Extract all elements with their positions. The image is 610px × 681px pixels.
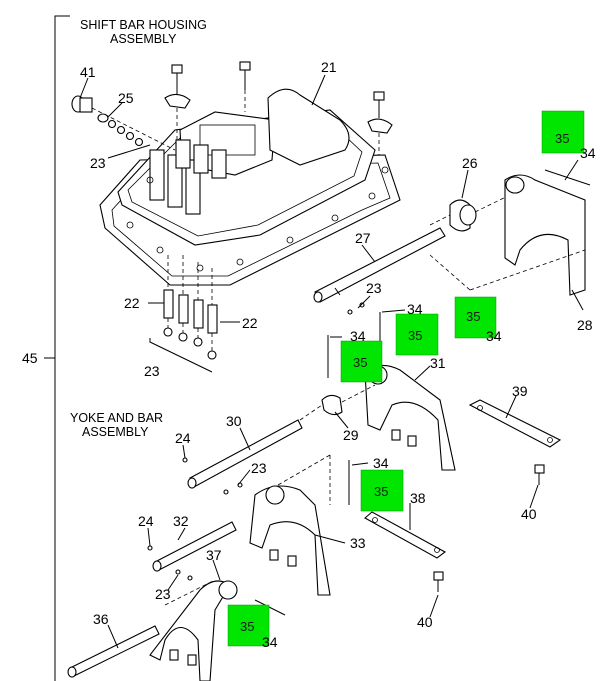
highlight-35-a[interactable]: 35 <box>541 110 585 154</box>
callout-34-c: 34 <box>350 328 366 344</box>
callout-22-a: 22 <box>124 295 140 311</box>
strap-38 <box>364 511 447 592</box>
callout-23-b: 23 <box>144 363 160 379</box>
highlight-35-b[interactable]: 35 <box>454 296 497 339</box>
callout-34-a: 34 <box>580 145 596 161</box>
highlight-35-a-label: 35 <box>555 131 569 146</box>
callout-21: 21 <box>321 59 337 75</box>
shift-bar-36 <box>67 625 160 678</box>
callout-40-a: 40 <box>521 506 537 522</box>
springs <box>107 144 218 373</box>
callout-29: 29 <box>343 427 359 443</box>
highlight-35-d-label: 35 <box>353 355 367 370</box>
callout-32: 32 <box>173 513 189 529</box>
plug-and-balls <box>71 95 176 151</box>
highlight-35-b-label: 35 <box>466 309 480 324</box>
callout-23-e: 23 <box>155 586 171 602</box>
callout-34-b: 34 <box>407 301 423 317</box>
callout-36: 36 <box>93 611 109 627</box>
housing-bolts <box>164 61 393 155</box>
shift-bar-housing <box>99 88 401 286</box>
callout-33: 33 <box>350 535 366 551</box>
callout-37: 37 <box>206 547 222 563</box>
highlight-35-e-label: 35 <box>374 484 388 499</box>
callout-30: 30 <box>226 413 242 429</box>
callout-25: 25 <box>118 90 134 106</box>
shift-bar-27 <box>313 227 446 315</box>
callout-28: 28 <box>577 317 593 333</box>
callout-34-f: 34 <box>262 634 278 650</box>
assembly-bracket <box>44 15 70 681</box>
shift-bar-title-line1: SHIFT BAR HOUSING <box>80 18 207 32</box>
callout-34-d: 34 <box>486 328 502 344</box>
highlight-35-e[interactable]: 35 <box>360 469 404 512</box>
callout-24-a: 24 <box>175 430 191 446</box>
highlight-35-f[interactable]: 35 <box>227 604 270 647</box>
callout-23-d: 23 <box>251 460 267 476</box>
shift-bar-32 <box>147 521 237 581</box>
yoke-title-line2: ASSEMBLY <box>82 425 149 439</box>
callout-34-e: 34 <box>373 455 389 471</box>
callout-23-a: 23 <box>90 155 106 171</box>
callout-26: 26 <box>462 155 478 171</box>
callout-39: 39 <box>512 383 528 399</box>
callout-38: 38 <box>410 490 426 506</box>
shift-bar-title-line2: ASSEMBLY <box>110 32 177 46</box>
highlight-35-c[interactable]: 35 <box>395 313 439 356</box>
yoke-title-line1: YOKE AND BAR <box>70 411 163 425</box>
callout-31: 31 <box>430 355 446 371</box>
callout-24-b: 24 <box>138 513 154 529</box>
highlight-35-c-label: 35 <box>408 328 422 343</box>
highlight-35-d[interactable]: 35 <box>340 340 383 383</box>
pins <box>327 312 381 505</box>
strap-39 <box>468 399 562 485</box>
callout-41: 41 <box>80 64 96 80</box>
callout-23-c: 23 <box>366 280 382 296</box>
callout-40-b: 40 <box>417 614 433 630</box>
callout-45: 45 <box>22 350 38 366</box>
yoke-33-group <box>249 454 331 596</box>
yoke-37-group <box>149 579 286 681</box>
shift-bar-30 <box>182 419 303 495</box>
yoke-28-group <box>429 169 591 296</box>
callout-27: 27 <box>355 230 371 246</box>
callout-22-b: 22 <box>242 315 258 331</box>
highlight-35-f-label: 35 <box>240 619 254 634</box>
